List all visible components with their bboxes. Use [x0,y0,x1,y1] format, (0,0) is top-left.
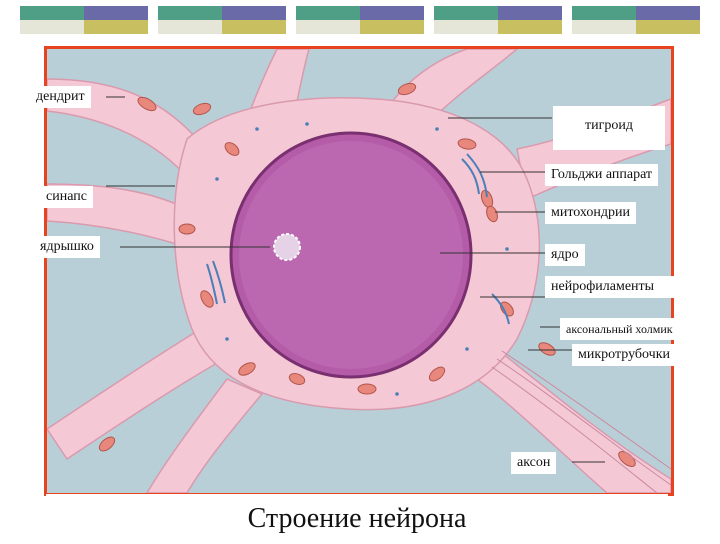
label-neurofilaments: нейрофиламенты [545,276,705,298]
decorative-header-strip [20,6,700,36]
deco-block [158,6,286,34]
deco-block [572,6,700,34]
label-axon: аксон [511,452,557,474]
label-dendrite: дендрит [30,86,91,108]
caption-box: Строение нейрона [46,494,668,540]
deco-block [296,6,424,34]
deco-block [434,6,562,34]
label-nucleus: ядро [545,244,585,266]
label-axon-hillock: аксональный холмик [560,318,679,340]
label-synapse: синапс [40,186,93,208]
label-tigroid: тигроид [553,106,665,150]
label-mitochondria: митохондрии [545,202,637,224]
label-microtubules: микротрубочки [572,344,676,366]
neuron-illustration-icon [47,49,671,493]
label-nucleolus: ядрышко [34,236,100,258]
page-title: Строение нейрона [247,503,467,534]
deco-block [20,6,148,34]
label-golgi: Гольджи аппарат [545,164,659,186]
